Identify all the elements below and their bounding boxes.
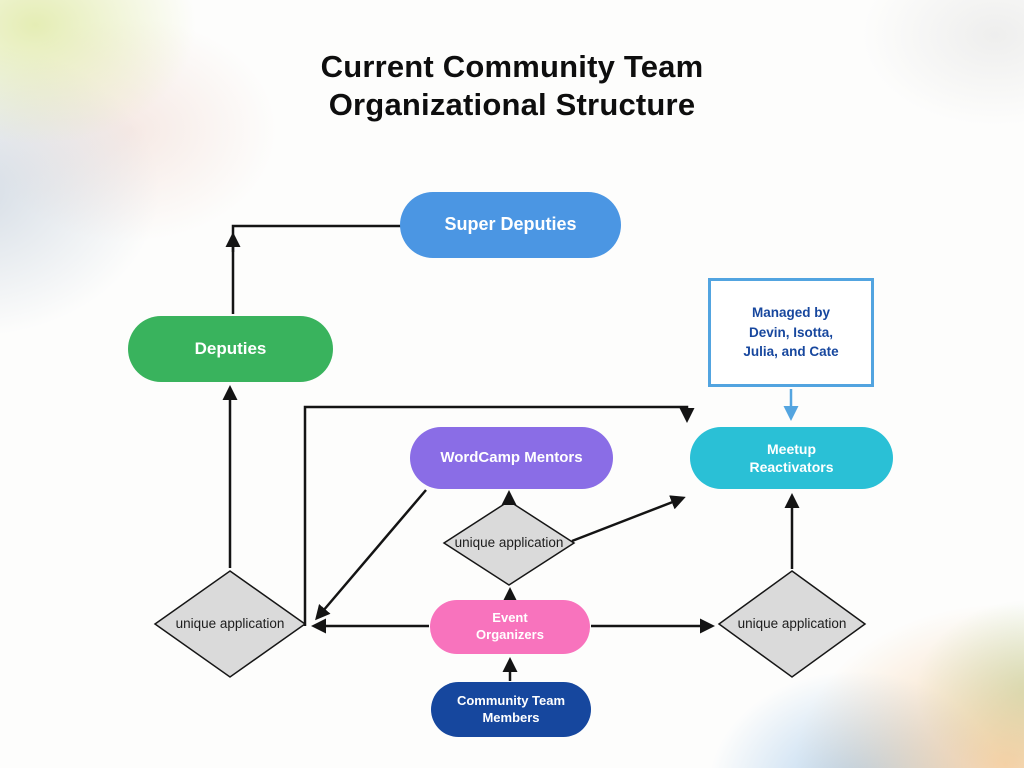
node-wordcamp-mentors: WordCamp Mentors — [410, 427, 613, 489]
diagram-title: Current Community Team Organizational St… — [0, 48, 1024, 124]
node-event-organizers: Event Organizers — [430, 600, 590, 654]
diamond-label-unique-application-right: unique application — [737, 616, 847, 632]
title-line-1: Current Community Team — [320, 49, 704, 84]
diamond-label-unique-application-middle: unique application — [454, 535, 564, 551]
managed-by-note: Managed by Devin, Isotta, Julia, and Cat… — [708, 278, 874, 387]
connector-deputies-super-corner — [231, 224, 402, 252]
arrow-wordcamp-mentors-to-left-application — [315, 489, 427, 621]
node-super-deputies: Super Deputies — [400, 192, 621, 258]
managed-by-line-2: Devin, Isotta, — [748, 324, 834, 340]
arrow-middle-application-to-meetup-reactivators — [571, 495, 686, 543]
node-deputies: Deputies — [128, 316, 333, 382]
diamond-label-unique-application-left: unique application — [175, 616, 285, 632]
node-meetup-reactivators: Meetup Reactivators — [690, 427, 893, 489]
managed-by-line-1: Managed by — [751, 305, 830, 321]
title-line-2: Organizational Structure — [328, 86, 696, 122]
node-community-team-members: Community Team Members — [431, 682, 591, 737]
managed-by-line-3: Julia, and Cate — [743, 344, 839, 360]
